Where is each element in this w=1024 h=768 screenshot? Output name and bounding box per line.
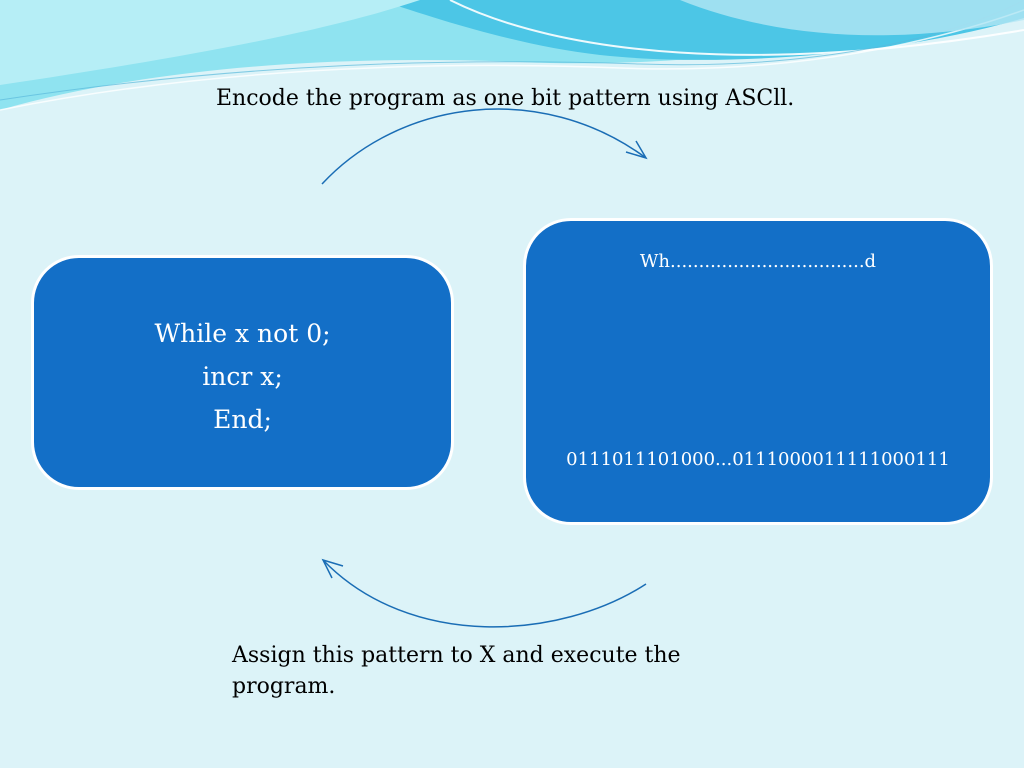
- program-line-1: While x not 0;: [154, 319, 331, 348]
- encode-caption: Encode the program as one bit pattern us…: [216, 86, 795, 111]
- assign-caption: Assign this pattern to X and execute the…: [232, 643, 681, 699]
- program-line-3: End;: [213, 405, 272, 434]
- bottom-curved-arrow: [321, 558, 647, 628]
- program-box: While x not 0; incr x; End;: [31, 255, 454, 490]
- bit-pattern: 0111011101000...0111000011111000111: [566, 449, 950, 470]
- encoding-box: Wh..................................d 01…: [523, 218, 993, 525]
- encoded-text-abbrev: Wh..................................d: [639, 251, 877, 272]
- program-code: While x not 0; incr x; End;: [34, 312, 451, 441]
- decorative-wave-header: [0, 0, 1024, 111]
- program-line-2: incr x;: [202, 362, 283, 391]
